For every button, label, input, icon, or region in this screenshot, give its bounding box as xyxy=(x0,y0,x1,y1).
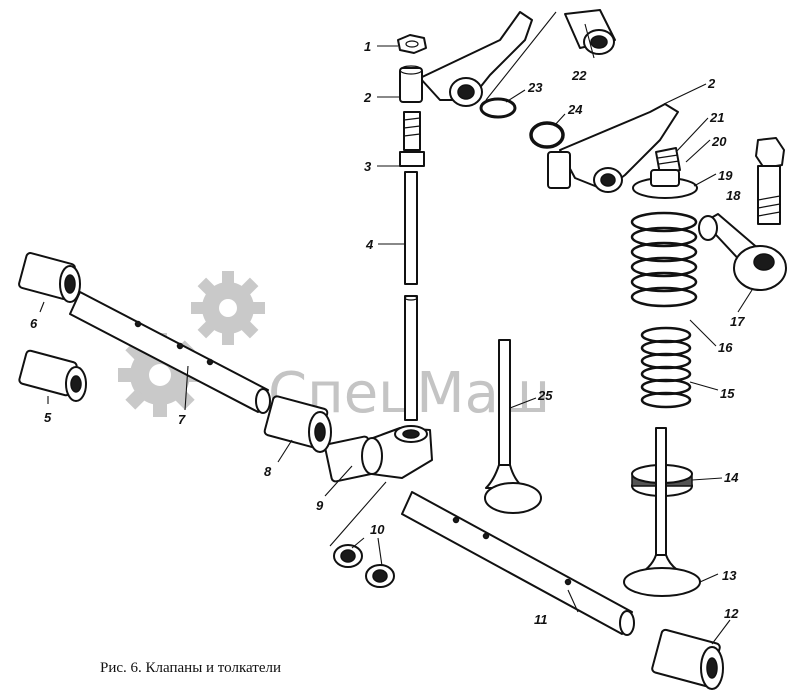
callout-16: 16 xyxy=(718,340,733,355)
callout-2: 2 xyxy=(707,76,716,91)
part-rocker-arm-upper xyxy=(399,11,533,107)
callout-20: 20 xyxy=(711,134,727,149)
callout-1: 1 xyxy=(364,39,371,54)
part-eye-bracket xyxy=(698,213,787,291)
callout-25: 25 xyxy=(537,388,553,403)
part-nut xyxy=(397,34,427,54)
callout-17: 17 xyxy=(730,314,745,329)
callout-24: 24 xyxy=(567,102,583,117)
part-push-rod xyxy=(404,171,418,421)
callout-15: 15 xyxy=(720,386,735,401)
part-rocker-shaft xyxy=(69,291,271,414)
callout-21: 21 xyxy=(709,110,724,125)
callout-8: 8 xyxy=(264,464,272,479)
part-snap-ring-23 xyxy=(479,97,517,119)
part-bushing-6 xyxy=(18,252,81,303)
callout-22: 22 xyxy=(571,68,587,83)
part-inner-valve-spring xyxy=(640,326,692,409)
callout-7: 7 xyxy=(178,412,186,427)
figure-caption: Рис. 6. Клапаны и толкатели xyxy=(100,660,281,676)
callout-23: 23 xyxy=(527,80,543,95)
part-o-ring-24 xyxy=(529,121,565,149)
part-valve-cap xyxy=(632,169,698,199)
part-bushing-12 xyxy=(651,628,724,690)
callout-18: 18 xyxy=(726,188,741,203)
part-bushing-5 xyxy=(18,349,87,402)
part-valve-13 xyxy=(623,427,701,597)
callout-labels: 1 2 2 3 4 5 6 7 8 9 10 11 12 13 14 15 16… xyxy=(30,39,745,627)
part-tappet-rocker xyxy=(324,425,433,483)
part-bushing-22 xyxy=(564,9,616,55)
watermark-gear-small-icon xyxy=(191,271,265,345)
callout-10: 10 xyxy=(370,522,385,537)
callout-3: 3 xyxy=(364,159,372,174)
part-bushings-10 xyxy=(333,544,395,588)
callout-9: 9 xyxy=(316,498,324,513)
callout-13: 13 xyxy=(722,568,737,583)
part-bolt xyxy=(755,137,785,225)
part-outer-valve-spring xyxy=(630,211,698,308)
part-adjust-screw-3 xyxy=(399,111,425,167)
callout-19: 19 xyxy=(718,168,733,183)
part-bushing-8 xyxy=(263,395,332,453)
leader-lines xyxy=(39,11,753,645)
callout-6: 6 xyxy=(30,316,38,331)
callout-5: 5 xyxy=(44,410,52,425)
part-rocker-arm-lower xyxy=(547,103,679,193)
callout-2: 2 xyxy=(363,90,372,105)
callout-12: 12 xyxy=(724,606,739,621)
callout-4: 4 xyxy=(365,237,374,252)
part-valve-25 xyxy=(484,339,542,514)
callout-14: 14 xyxy=(724,470,739,485)
part-tappet-shaft xyxy=(401,491,635,636)
callout-11: 11 xyxy=(534,612,548,627)
part-adjusting-screw xyxy=(655,147,681,175)
